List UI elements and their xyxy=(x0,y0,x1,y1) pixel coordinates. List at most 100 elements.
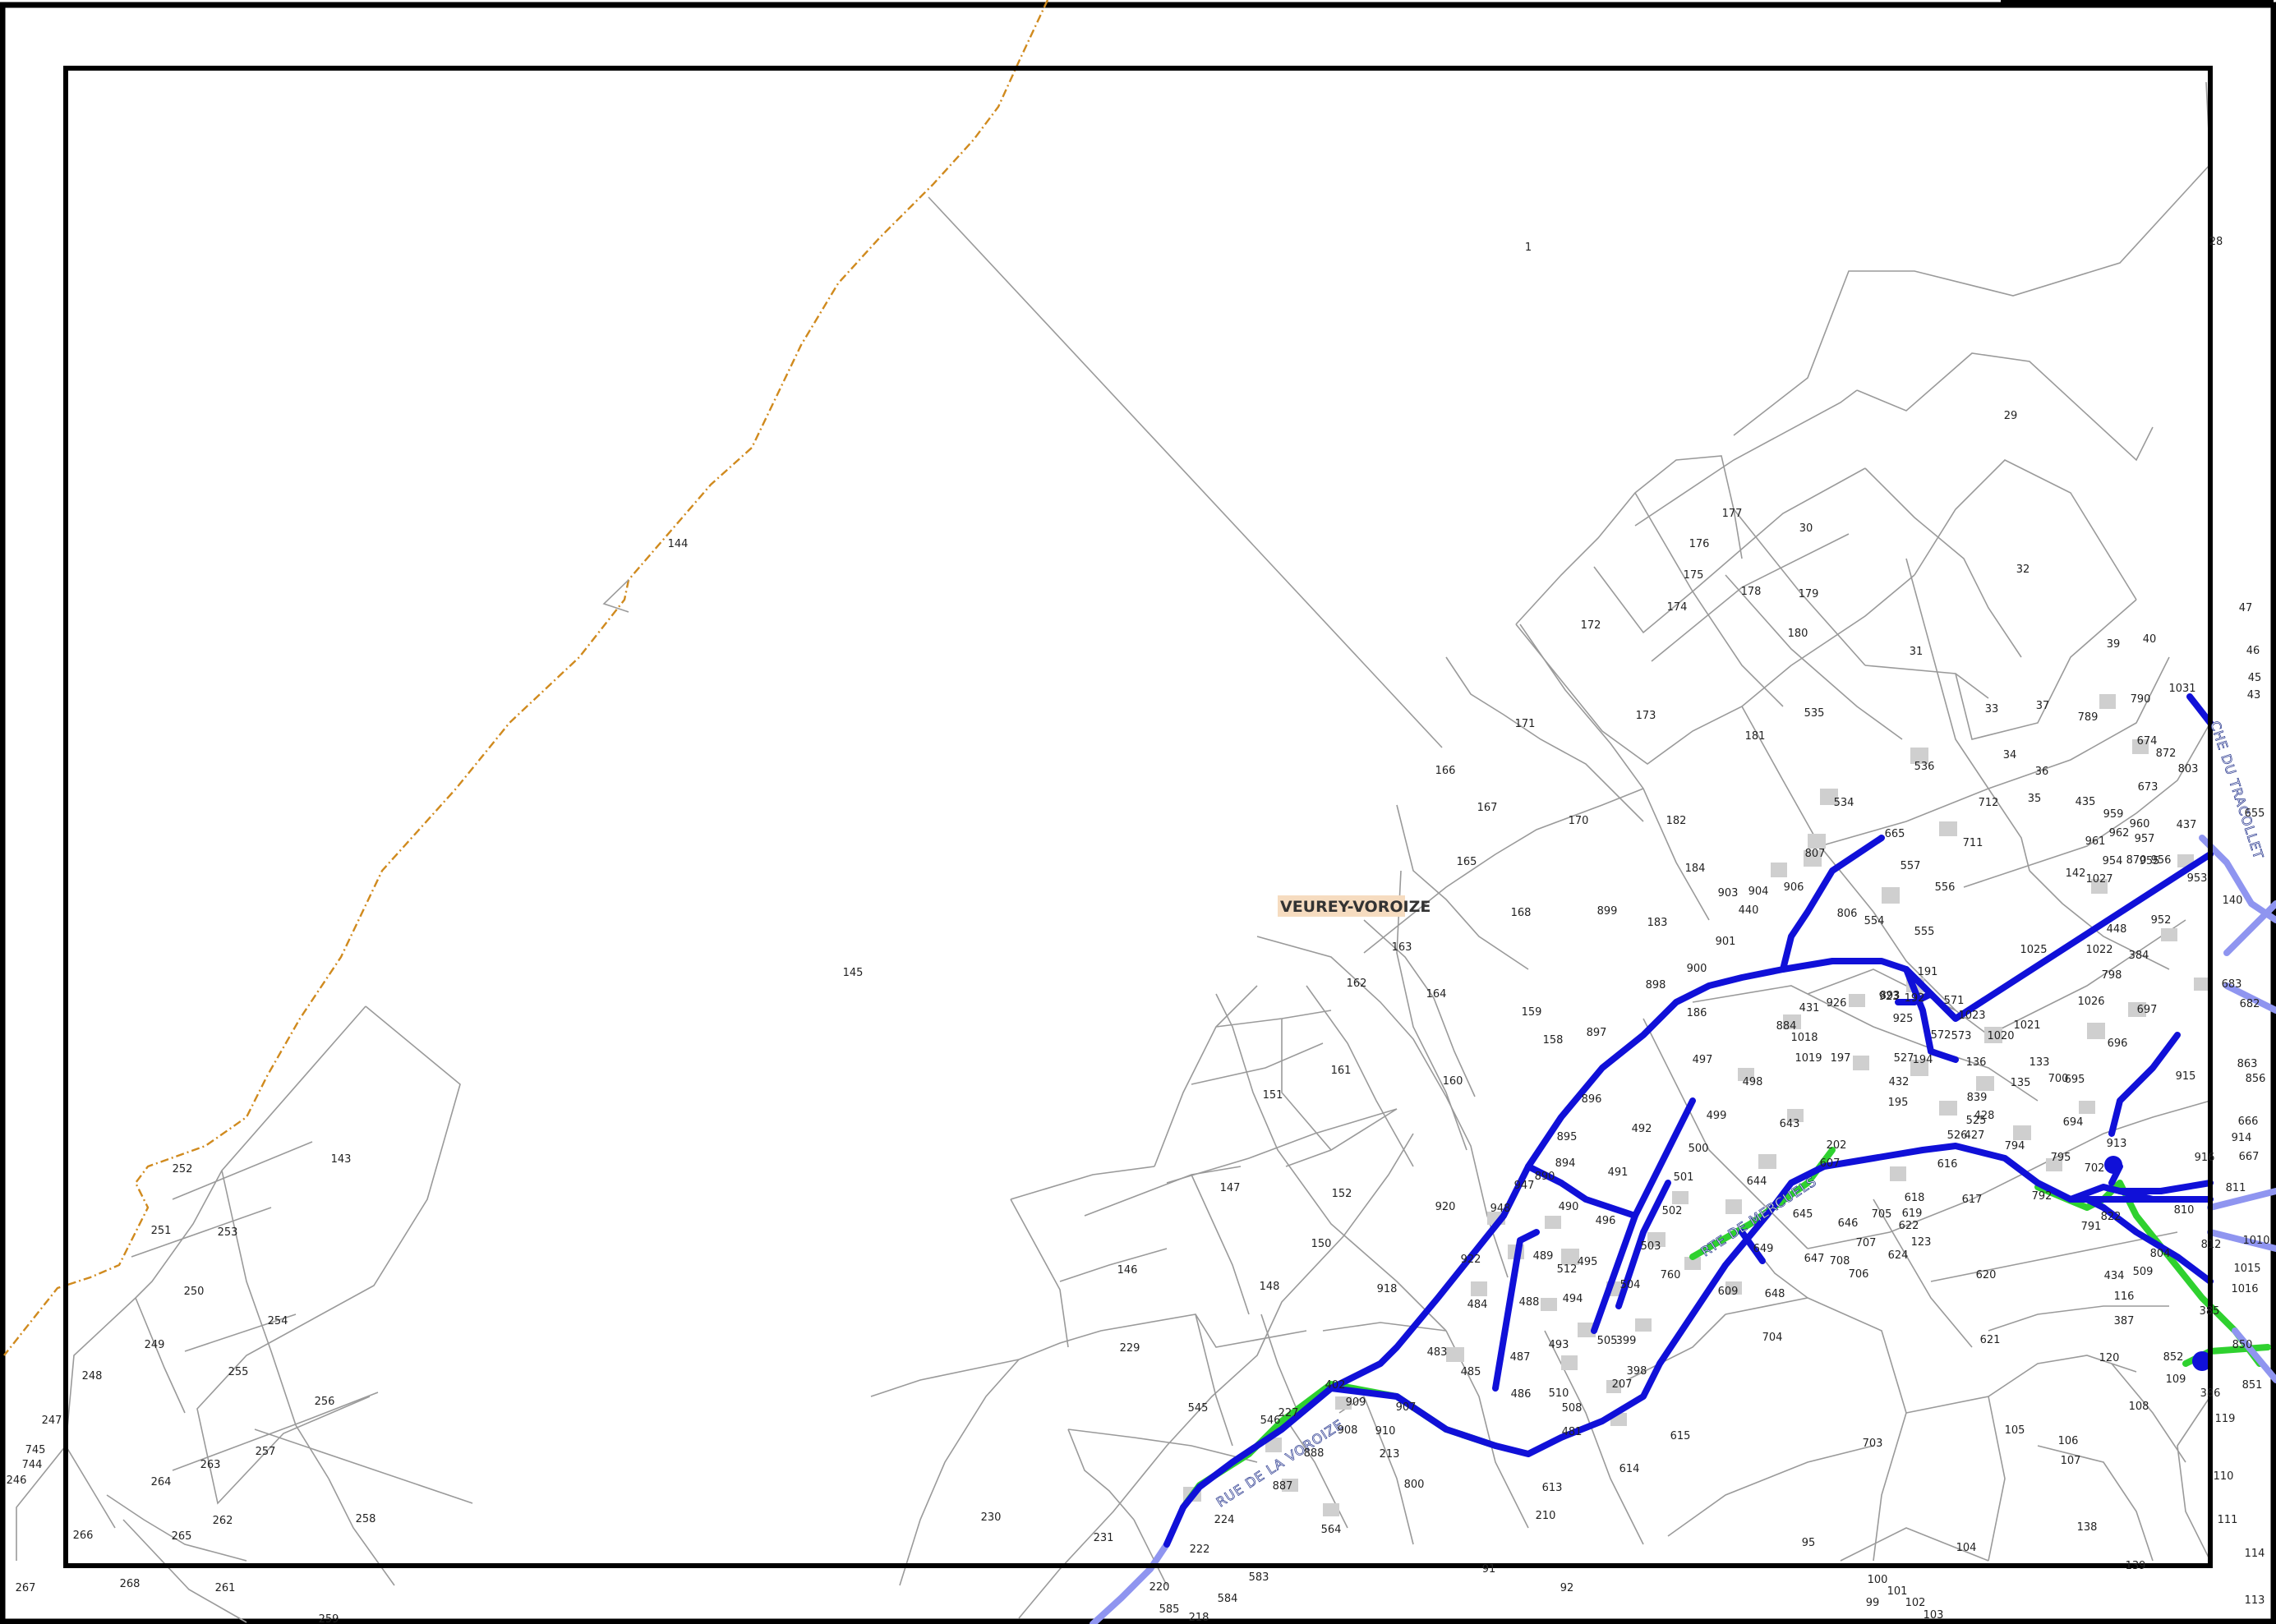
parcel-number-label: 139 xyxy=(2126,1560,2146,1572)
parcel-number-label: 33 xyxy=(1985,703,1999,715)
parcel-number-label: 138 xyxy=(2077,1521,2098,1534)
parcel-number-label: 870 xyxy=(2126,854,2147,867)
parcel-number-label: 962 xyxy=(2109,827,2130,840)
street-label-tracollet: CHE DU TRACOLLET xyxy=(2207,719,2266,861)
parcel-number-label: 904 xyxy=(1748,886,1769,898)
parcel-number-label: 385 xyxy=(2200,1305,2220,1318)
parcel-number-label: 497 xyxy=(1693,1054,1713,1066)
parcel-number-label: 434 xyxy=(2104,1270,2125,1282)
parcel-number-label: 92 xyxy=(1560,1582,1574,1594)
parcel-number-label: 150 xyxy=(1311,1238,1332,1250)
parcel-number-label: 896 xyxy=(1582,1093,1602,1106)
parcel-number-label: 95 xyxy=(1802,1537,1816,1549)
parcel-number-label: 615 xyxy=(1670,1430,1691,1442)
parcel-number-label: 952 xyxy=(2151,914,2172,927)
parcel-number-label: 922 xyxy=(1461,1254,1481,1266)
parcel-number-label: 166 xyxy=(1435,765,1456,777)
parcel-number-label: 573 xyxy=(1951,1030,1972,1042)
parcel-number-label: 227 xyxy=(1279,1407,1299,1419)
parcel-number-label: 29 xyxy=(2004,410,2018,422)
parcel-number-label: 546 xyxy=(1260,1415,1281,1427)
parcel-number-label: 229 xyxy=(1120,1342,1140,1355)
parcel-number-label: 705 xyxy=(1872,1208,1892,1221)
parcel-number-label: 703 xyxy=(1863,1438,1883,1450)
parcel-number-label: 644 xyxy=(1747,1175,1767,1188)
parcel-number-label: 254 xyxy=(268,1315,288,1327)
parcel-number-label: 822 xyxy=(2101,1211,2122,1223)
parcel-number-label: 649 xyxy=(1753,1243,1774,1255)
parcel-number-label: 264 xyxy=(151,1476,172,1488)
buildings xyxy=(1183,694,2209,1516)
network-node[interactable] xyxy=(2192,1351,2212,1371)
parcel-number-label: 266 xyxy=(73,1530,94,1542)
commune-boundary xyxy=(3,0,1049,1356)
parcel-number-label: 1020 xyxy=(1987,1030,2014,1042)
parcel-number-label: 645 xyxy=(1793,1208,1813,1221)
parcel-number-label: 250 xyxy=(184,1286,205,1298)
parcel-number-label: 903 xyxy=(1718,887,1739,899)
parcel-number-label: 162 xyxy=(1347,978,1367,990)
parcel-number-label: 908 xyxy=(1338,1424,1358,1437)
parcel-number-label: 852 xyxy=(2163,1351,2184,1364)
parcel-number-label: 432 xyxy=(1889,1076,1910,1088)
parcel-number-label: 491 xyxy=(1608,1166,1629,1179)
parcel-number-label: 259 xyxy=(319,1613,339,1624)
parcel-number-label: 168 xyxy=(1511,907,1532,919)
parcel-number-label: 488 xyxy=(1519,1296,1540,1309)
parcel-number-label: 448 xyxy=(2107,923,2127,936)
parcel-number-label: 665 xyxy=(1885,828,1905,840)
parcel-number-label: 894 xyxy=(1555,1157,1576,1170)
parcel-number-label: 184 xyxy=(1685,863,1706,875)
parcel-number-label: 263 xyxy=(200,1459,221,1471)
parcel-number-label: 256 xyxy=(315,1396,335,1408)
parcel-number-label: 175 xyxy=(1684,569,1704,582)
parcel-number-label: 512 xyxy=(1557,1263,1578,1276)
parcel-number-label: 956 xyxy=(2151,854,2172,867)
parcel-number-label: 194 xyxy=(1913,1054,1933,1066)
network-main xyxy=(1163,693,2214,1548)
network-node[interactable] xyxy=(2104,1156,2122,1174)
parcel-number-label: 711 xyxy=(1963,837,1983,849)
parcel-number-label: 1031 xyxy=(2168,683,2195,695)
parcel-number-label: 202 xyxy=(1827,1139,1847,1152)
commune-name: VEUREY-VOROIZE xyxy=(1280,898,1431,916)
parcel-number-label: 667 xyxy=(2239,1151,2260,1163)
parcel-number-label: 810 xyxy=(2174,1204,2195,1217)
parcel-number-label: 616 xyxy=(1937,1158,1958,1171)
parcel-number-label: 99 xyxy=(1866,1597,1880,1609)
parcel-number-label: 914 xyxy=(2232,1132,2252,1144)
parcel-number-label: 268 xyxy=(120,1578,141,1590)
parcel-number-label: 555 xyxy=(1914,926,1935,938)
parcel-number-label: 180 xyxy=(1788,628,1808,640)
parcel-number-label: 863 xyxy=(2237,1058,2258,1070)
parcel-number-label: 161 xyxy=(1331,1065,1352,1077)
parcel-number-label: 398 xyxy=(1627,1365,1647,1378)
parcel-number-label: 890 xyxy=(1535,1171,1555,1183)
parcel-number-label: 191 xyxy=(1918,966,1938,978)
parcel-number-label: 888 xyxy=(1304,1447,1325,1460)
parcel-number-label: 181 xyxy=(1745,730,1766,743)
parcel-number-label: 387 xyxy=(2114,1315,2135,1327)
parcel-number-label: 682 xyxy=(2240,998,2260,1010)
parcel-number-label: 427 xyxy=(1965,1129,1985,1142)
parcel-number-label: 954 xyxy=(2103,855,2123,867)
map-frame xyxy=(63,66,2213,1568)
parcel-number-label: 494 xyxy=(1563,1293,1583,1305)
parcel-number-label: 224 xyxy=(1214,1514,1235,1526)
parcel-number-label: 898 xyxy=(1646,979,1666,991)
parcel-number-label: 535 xyxy=(1804,707,1825,720)
parcel-number-label: 673 xyxy=(2138,781,2159,794)
parcel-number-label: 145 xyxy=(843,967,864,979)
parcel-number-label: 183 xyxy=(1647,917,1668,929)
parcel-number-label: 744 xyxy=(22,1459,43,1471)
parcel-number-label: 622 xyxy=(1899,1220,1919,1232)
parcel-number-label: 492 xyxy=(1632,1123,1652,1135)
parcel-number-label: 158 xyxy=(1543,1034,1564,1047)
parcel-number-label: 172 xyxy=(1581,619,1601,632)
parcel-number-label: 36 xyxy=(2035,766,2049,778)
parcel-number-label: 527 xyxy=(1894,1052,1914,1065)
parcel-number-label: 399 xyxy=(1616,1335,1637,1347)
